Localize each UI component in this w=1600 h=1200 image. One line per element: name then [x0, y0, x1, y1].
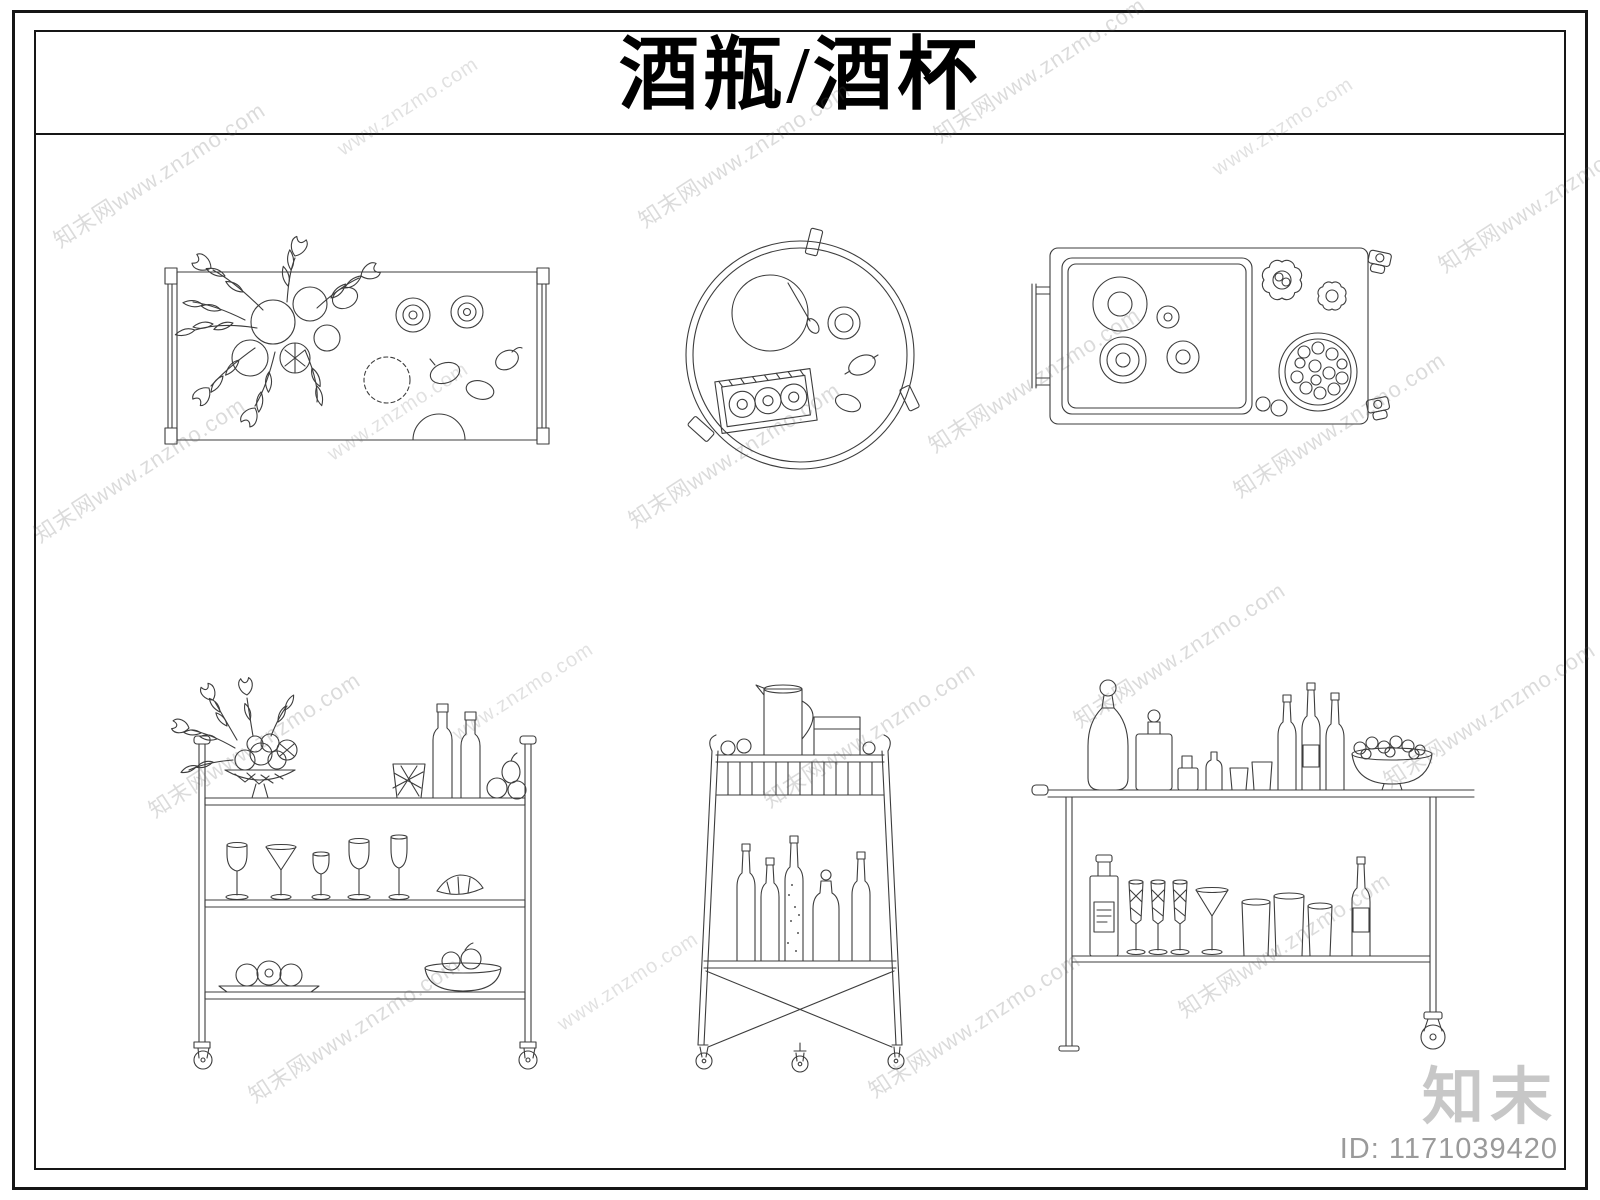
image-id: ID: 1171039420 [1339, 1133, 1558, 1165]
cart-structure [1031, 784, 1475, 1052]
sheet-title: 酒瓶/酒杯 [618, 32, 982, 120]
round-tray-top-view-svg [685, 227, 920, 470]
drawing-bar-cart-bottles [1030, 650, 1490, 1080]
cart-structure [193, 735, 538, 1070]
bar-cart-bottles-svg [1031, 679, 1475, 1052]
drawing-flower-cart-top-view [155, 210, 575, 480]
outer-border [12, 10, 1588, 1190]
drawing-folding-cart [680, 655, 920, 1075]
tray-rim [685, 227, 920, 470]
cart-frame [164, 267, 550, 445]
top-bottles-and-bowl [1087, 679, 1433, 791]
cart-frame [695, 734, 905, 1073]
drawing-round-tray-top-view [670, 225, 930, 485]
bottle-texture-dots [787, 884, 800, 952]
cups-and-fruit [363, 295, 523, 441]
trolley-tray-and-plates [1061, 257, 1253, 415]
bottles-on-shelf [736, 835, 871, 962]
tray-trolley-top-view-svg [1031, 247, 1392, 425]
drawing-tray-trolley-top-view [1020, 232, 1410, 452]
three-tier-bar-cart-svg [170, 676, 538, 1070]
drawing-three-tier-bar-cart [165, 648, 565, 1078]
middle-shelf-glasses [225, 834, 484, 901]
inner-border [34, 30, 1566, 1170]
top-shelf-items [170, 676, 527, 800]
shelf-glasses-and-bottles [1089, 854, 1371, 957]
scalloped-plates-and-berry-bowl [1255, 259, 1358, 417]
pitcher-and-box [720, 684, 876, 756]
brand-block: 知末 ID: 1171039420 [1340, 1064, 1558, 1166]
title-divider-line [34, 133, 1566, 135]
tray-contents [714, 274, 879, 434]
flower-cart-top-view-svg [164, 234, 550, 445]
flower-arrangement [174, 234, 383, 429]
site-logo: 知末 [1421, 1059, 1558, 1133]
folding-cart-svg [695, 684, 905, 1073]
trolley-frame [1031, 247, 1392, 425]
bottom-shelf-items [218, 942, 502, 993]
